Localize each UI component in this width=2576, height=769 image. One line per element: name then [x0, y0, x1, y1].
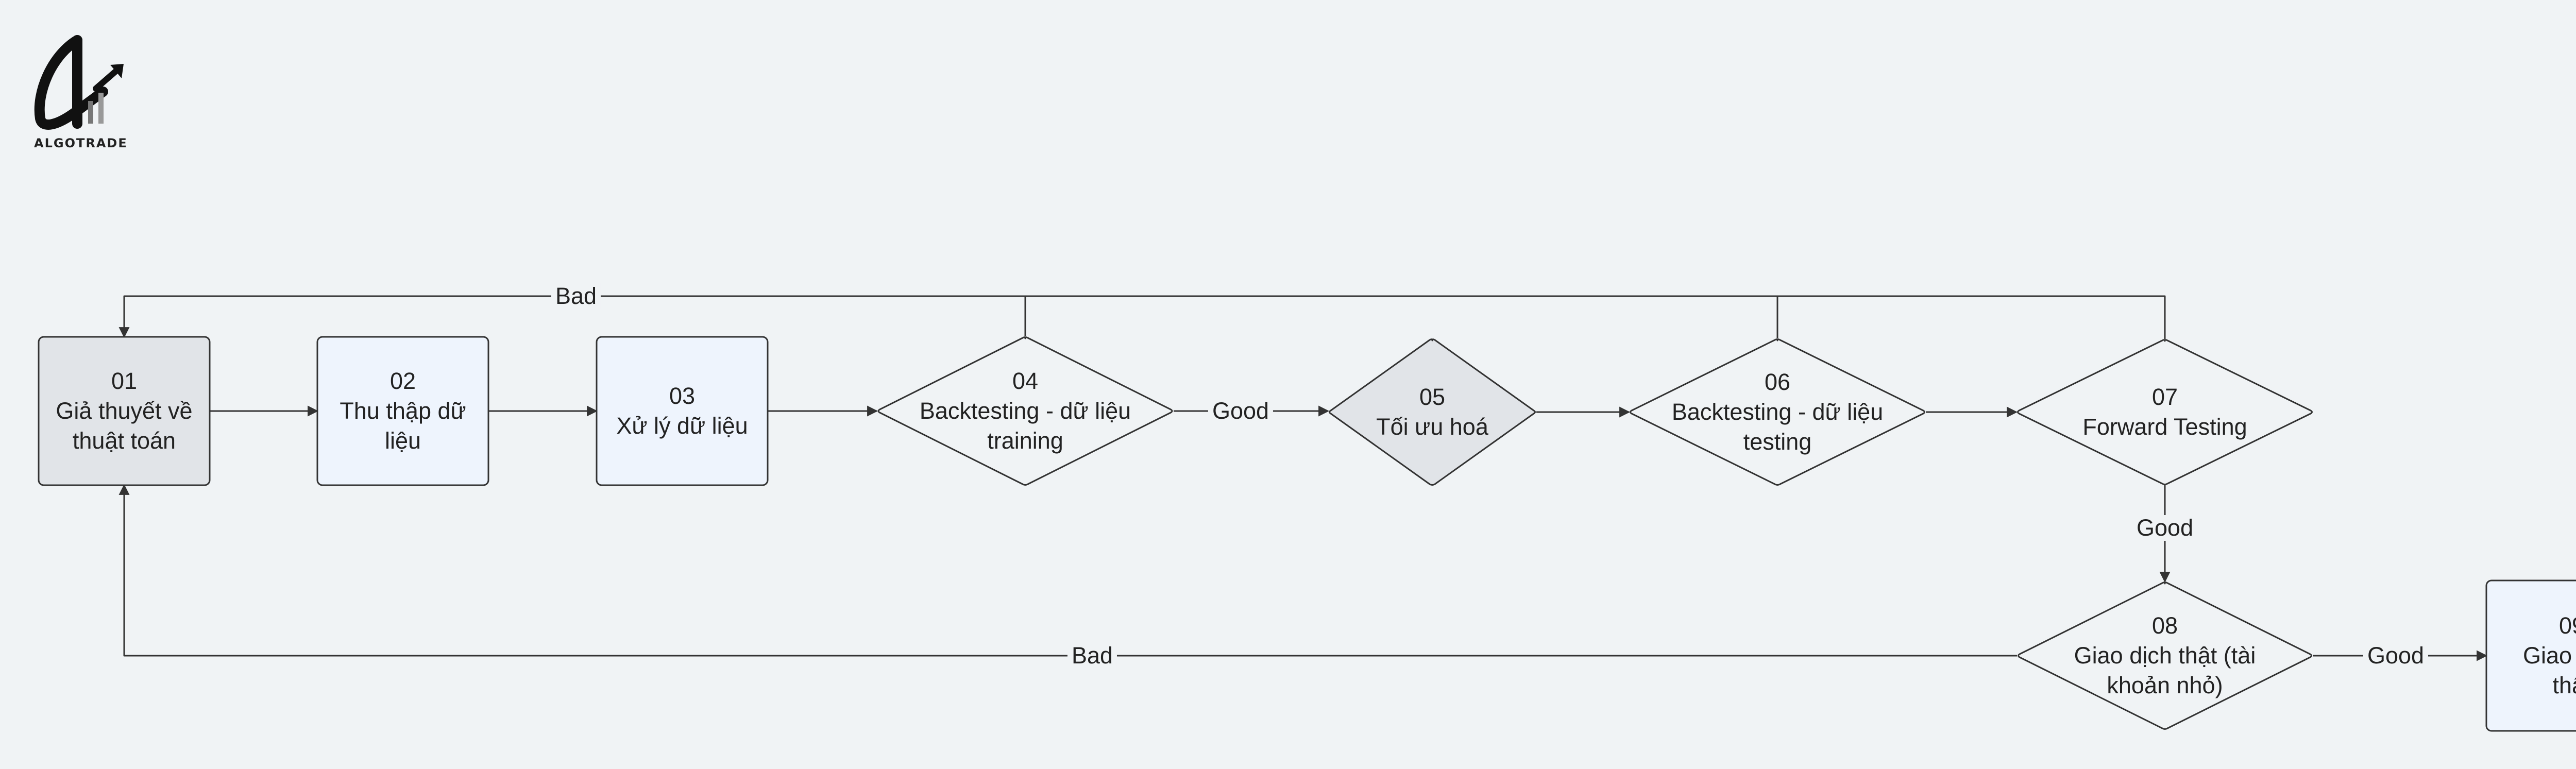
node-04-shape — [877, 336, 1173, 486]
edge-label-bad: Bad — [551, 283, 601, 309]
algotrade-logo-icon — [34, 35, 124, 130]
edge-label-good: Good — [2132, 515, 2198, 541]
node-09-shape — [2485, 579, 2576, 732]
node-08-shape — [2018, 582, 2312, 730]
node-06-shape — [1630, 338, 1925, 486]
edge-label-bad: Bad — [1067, 643, 1117, 669]
edge-07-to-01 — [1025, 295, 2166, 339]
edge-label-good: Good — [2363, 643, 2429, 669]
brand-name: ALGOTRADE — [34, 136, 128, 150]
node-07-shape — [2017, 339, 2313, 485]
nodes-layer — [38, 336, 2576, 732]
node-01-shape — [38, 336, 211, 486]
node-03-shape — [596, 336, 769, 486]
node-02-shape — [316, 336, 489, 486]
edge-label-good: Good — [1208, 398, 1274, 424]
node-05-shape — [1329, 338, 1536, 486]
edge-08-to-01 — [118, 484, 2017, 657]
